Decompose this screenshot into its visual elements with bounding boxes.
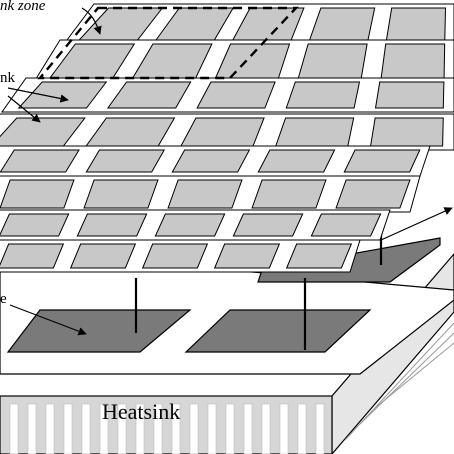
lower-layer xyxy=(0,230,454,375)
tile-r4-c3 xyxy=(180,117,265,147)
fin-slot xyxy=(153,403,163,454)
tile-r3-c2 xyxy=(106,81,192,109)
fin-slot xyxy=(27,403,37,454)
fin-slot xyxy=(9,403,19,454)
fin-slot xyxy=(135,403,145,454)
tile-r5-c3 xyxy=(171,149,251,173)
lower-arrow xyxy=(9,304,87,336)
heatsink-label: Heatsink xyxy=(102,399,180,424)
fin-slot xyxy=(99,403,109,454)
lower-layer-label: e xyxy=(0,291,7,307)
tile-r6-c5 xyxy=(335,179,411,209)
tile-r6-c2 xyxy=(83,179,159,209)
fin-slot xyxy=(81,403,91,454)
fin-slot xyxy=(243,403,253,454)
heatsink-block xyxy=(0,253,454,454)
sink-arrow-2 xyxy=(7,95,41,123)
die-right xyxy=(184,309,372,353)
tile-r5-c1 xyxy=(0,149,80,173)
fin-slot xyxy=(261,403,271,454)
tile-r3-c3 xyxy=(196,81,276,109)
heatsink-front-face xyxy=(0,395,333,454)
tile-r8-c5 xyxy=(285,243,353,269)
fin-slot xyxy=(45,403,55,454)
fin-slot xyxy=(279,403,289,454)
tile-r4-c5 xyxy=(369,117,444,147)
heatsink-fin-slots xyxy=(9,403,325,454)
tile-r6-c4 xyxy=(251,179,327,209)
tile-r6-c1 xyxy=(0,179,75,209)
tile-r3-c5 xyxy=(374,81,445,109)
tile-r7-c3 xyxy=(154,213,226,237)
zone-outline xyxy=(37,6,299,80)
tile-r5-c2 xyxy=(85,149,166,173)
sink-arrow-1 xyxy=(7,87,69,103)
right-arrow xyxy=(380,207,453,241)
tile-r8-c3 xyxy=(141,243,209,269)
tile-r5-c5 xyxy=(343,149,421,173)
fin-slot xyxy=(225,403,235,454)
tile-r1-c4 xyxy=(308,7,376,41)
fin-slot xyxy=(189,403,199,454)
fin-slot xyxy=(117,403,127,454)
fin-slot xyxy=(297,403,307,454)
tile-r7-c1 xyxy=(0,213,70,237)
tile-r2-c3 xyxy=(214,43,291,79)
zone-arrow xyxy=(81,7,102,35)
tile-r2-c2 xyxy=(131,43,213,79)
tile-r4-c4 xyxy=(275,117,355,147)
fin-slot xyxy=(315,403,325,454)
tile-r8-c1 xyxy=(0,243,65,269)
tile-r1-c2 xyxy=(155,7,234,41)
fin-slot xyxy=(207,403,217,454)
die-left xyxy=(6,309,192,353)
tile-r7-c4 xyxy=(232,213,304,237)
tile-r1-c5 xyxy=(385,7,447,41)
tile-r5-c4 xyxy=(257,149,336,173)
annotation-arrows xyxy=(7,7,453,336)
zone-label: nk zone xyxy=(0,0,46,14)
fin-slot xyxy=(171,403,181,454)
tile-r4-c2 xyxy=(85,117,176,147)
tile-r3-c4 xyxy=(285,81,361,109)
heatsink-side-fins xyxy=(344,322,454,441)
sink-label: nk xyxy=(0,70,16,86)
tile-r8-c2 xyxy=(69,243,137,269)
fin-slot xyxy=(63,403,73,454)
tile-grid xyxy=(0,3,454,273)
tile-r7-c5 xyxy=(310,213,382,237)
tile-r4-c1 xyxy=(0,117,86,147)
tile-r7-c2 xyxy=(76,213,148,237)
tile-r6-c3 xyxy=(167,179,243,209)
tile-r2-c5 xyxy=(380,43,446,79)
tile-r2-c4 xyxy=(297,43,368,79)
tile-r8-c4 xyxy=(213,243,281,269)
